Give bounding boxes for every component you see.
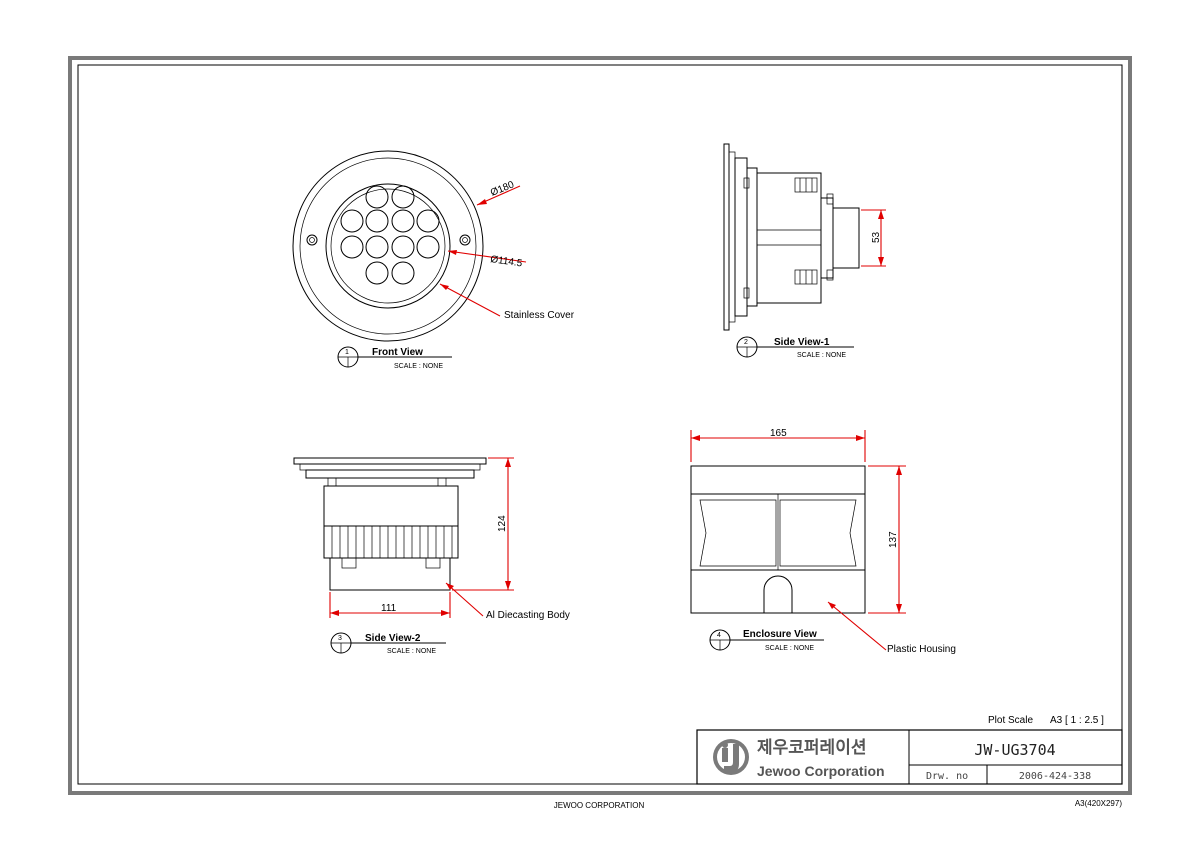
front-view-title: Front View xyxy=(372,347,423,358)
company-korean-name: 제우코퍼레이션 xyxy=(757,738,866,758)
side2-dim-height: 124 xyxy=(497,515,508,532)
side1-dim-53: 53 xyxy=(871,231,882,243)
front-dia-outer-label: Ø180 xyxy=(489,179,516,199)
side2-view-title-symbol xyxy=(330,632,446,654)
enclosure-dim-width: 165 xyxy=(770,428,787,439)
enclosure-view-title: Enclosure View xyxy=(743,629,817,640)
side-view-1-drawing xyxy=(723,143,886,331)
enclosure-view-number: 4 xyxy=(717,632,721,639)
side2-view-title: Side View-2 xyxy=(365,633,421,644)
enclosure-view-title-symbol xyxy=(709,629,824,651)
side-view-2-drawing xyxy=(293,457,514,618)
plot-scale-label: Plot Scale xyxy=(988,715,1033,726)
plot-scale-value: A3 [ 1 : 2.5 ] xyxy=(1050,715,1104,726)
drawing-border xyxy=(68,56,1132,795)
front-dia-inner-label: Ø114.5 xyxy=(490,254,524,269)
footer-paper-size: A3(420X297) xyxy=(1075,799,1122,808)
side1-view-title-symbol xyxy=(736,336,854,358)
side2-dim-width: 111 xyxy=(381,603,397,614)
company-english-name: Jewoo Corporation xyxy=(757,763,885,779)
front-view-title-symbol xyxy=(337,346,452,368)
footer-company: JEWOO CORPORATION xyxy=(554,801,645,810)
front-view-number: 1 xyxy=(345,349,349,356)
front-view-drawing xyxy=(292,150,527,342)
enclosure-dim-height: 137 xyxy=(888,531,899,548)
side1-view-scale: SCALE : NONE xyxy=(797,352,846,359)
jewoo-logo-icon xyxy=(713,739,749,775)
side2-view-scale: SCALE : NONE xyxy=(387,648,436,655)
enclosure-view-scale: SCALE : NONE xyxy=(765,645,814,652)
front-view-scale: SCALE : NONE xyxy=(394,363,443,370)
side1-view-number: 2 xyxy=(744,339,748,346)
side1-view-title: Side View-1 xyxy=(774,337,830,348)
model-number: JW-UG3704 xyxy=(974,741,1055,759)
side2-view-number: 3 xyxy=(338,635,342,642)
al-diecasting-callout: Al Diecasting Body xyxy=(486,610,570,621)
stainless-cover-callout: Stainless Cover xyxy=(504,310,575,321)
enclosure-view-drawing xyxy=(690,430,906,651)
drawing-number-value: 2006-424-338 xyxy=(1019,771,1091,782)
title-block xyxy=(696,729,1123,785)
drawing-number-label: Drw. no xyxy=(926,771,968,782)
plastic-housing-callout: Plastic Housing xyxy=(887,644,956,655)
